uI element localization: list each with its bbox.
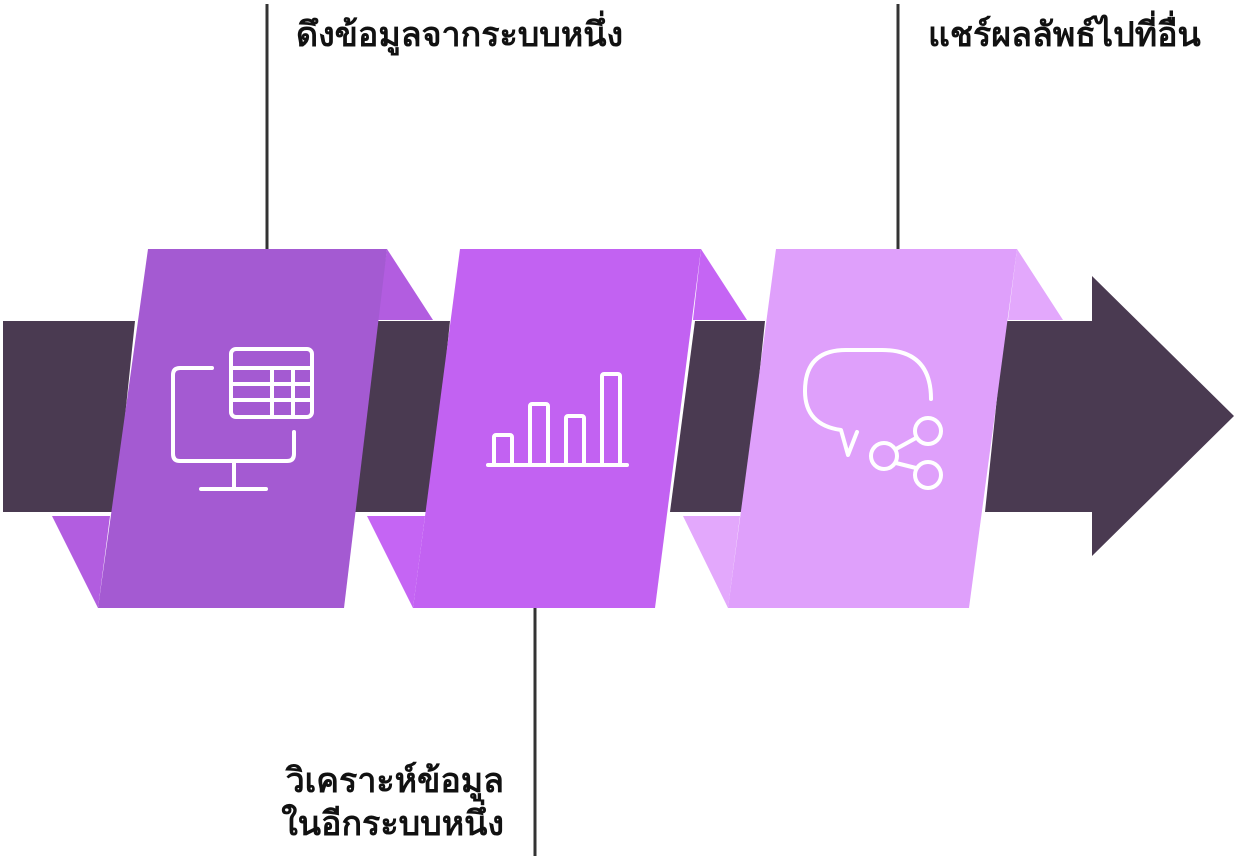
step-1-block [52,249,433,608]
step-2-fold-top [693,249,747,320]
step-2-label: วิเคราะห์ข้อมูล ในอีกระบบหนึ่ง [281,760,504,845]
timeline-arrow [3,276,1234,556]
step-3-fold-bottom [683,516,740,608]
step-1-panel [98,249,387,608]
step-2-fold-bottom [367,516,425,608]
step-3-label-line: แชร์ผลลัพธ์ไปที่อื่น [928,15,1201,55]
monitor-spreadsheet-icon [171,347,314,491]
arrow-band-segment-3 [670,321,765,512]
step-1-fold-top [377,249,433,320]
step-1-label: ดึงข้อมูลจากระบบหนึ่ง [296,14,623,57]
step-3-block [683,249,1063,608]
arrow-band-segment-4 [985,276,1234,556]
step-2-panel [413,249,701,608]
chat-share-icon [803,348,943,490]
step-3-panel [728,249,1017,608]
step-2-block [367,249,747,608]
step-2-label-line-1: วิเคราะห์ข้อมูล [285,761,504,801]
step-1-label-line: ดึงข้อมูลจากระบบหนึ่ง [296,15,624,55]
step-2-label-line-2: ในอีกระบบหนึ่ง [281,803,504,844]
step-3-label: แชร์ผลลัพธ์ไปที่อื่น [928,14,1201,57]
bar-chart-icon [486,372,629,467]
step-3-fold-top [1008,249,1063,320]
arrow-band-segment-2 [355,321,450,512]
step-1-fold-bottom [52,516,110,608]
arrow-band-segment-1 [3,321,135,512]
